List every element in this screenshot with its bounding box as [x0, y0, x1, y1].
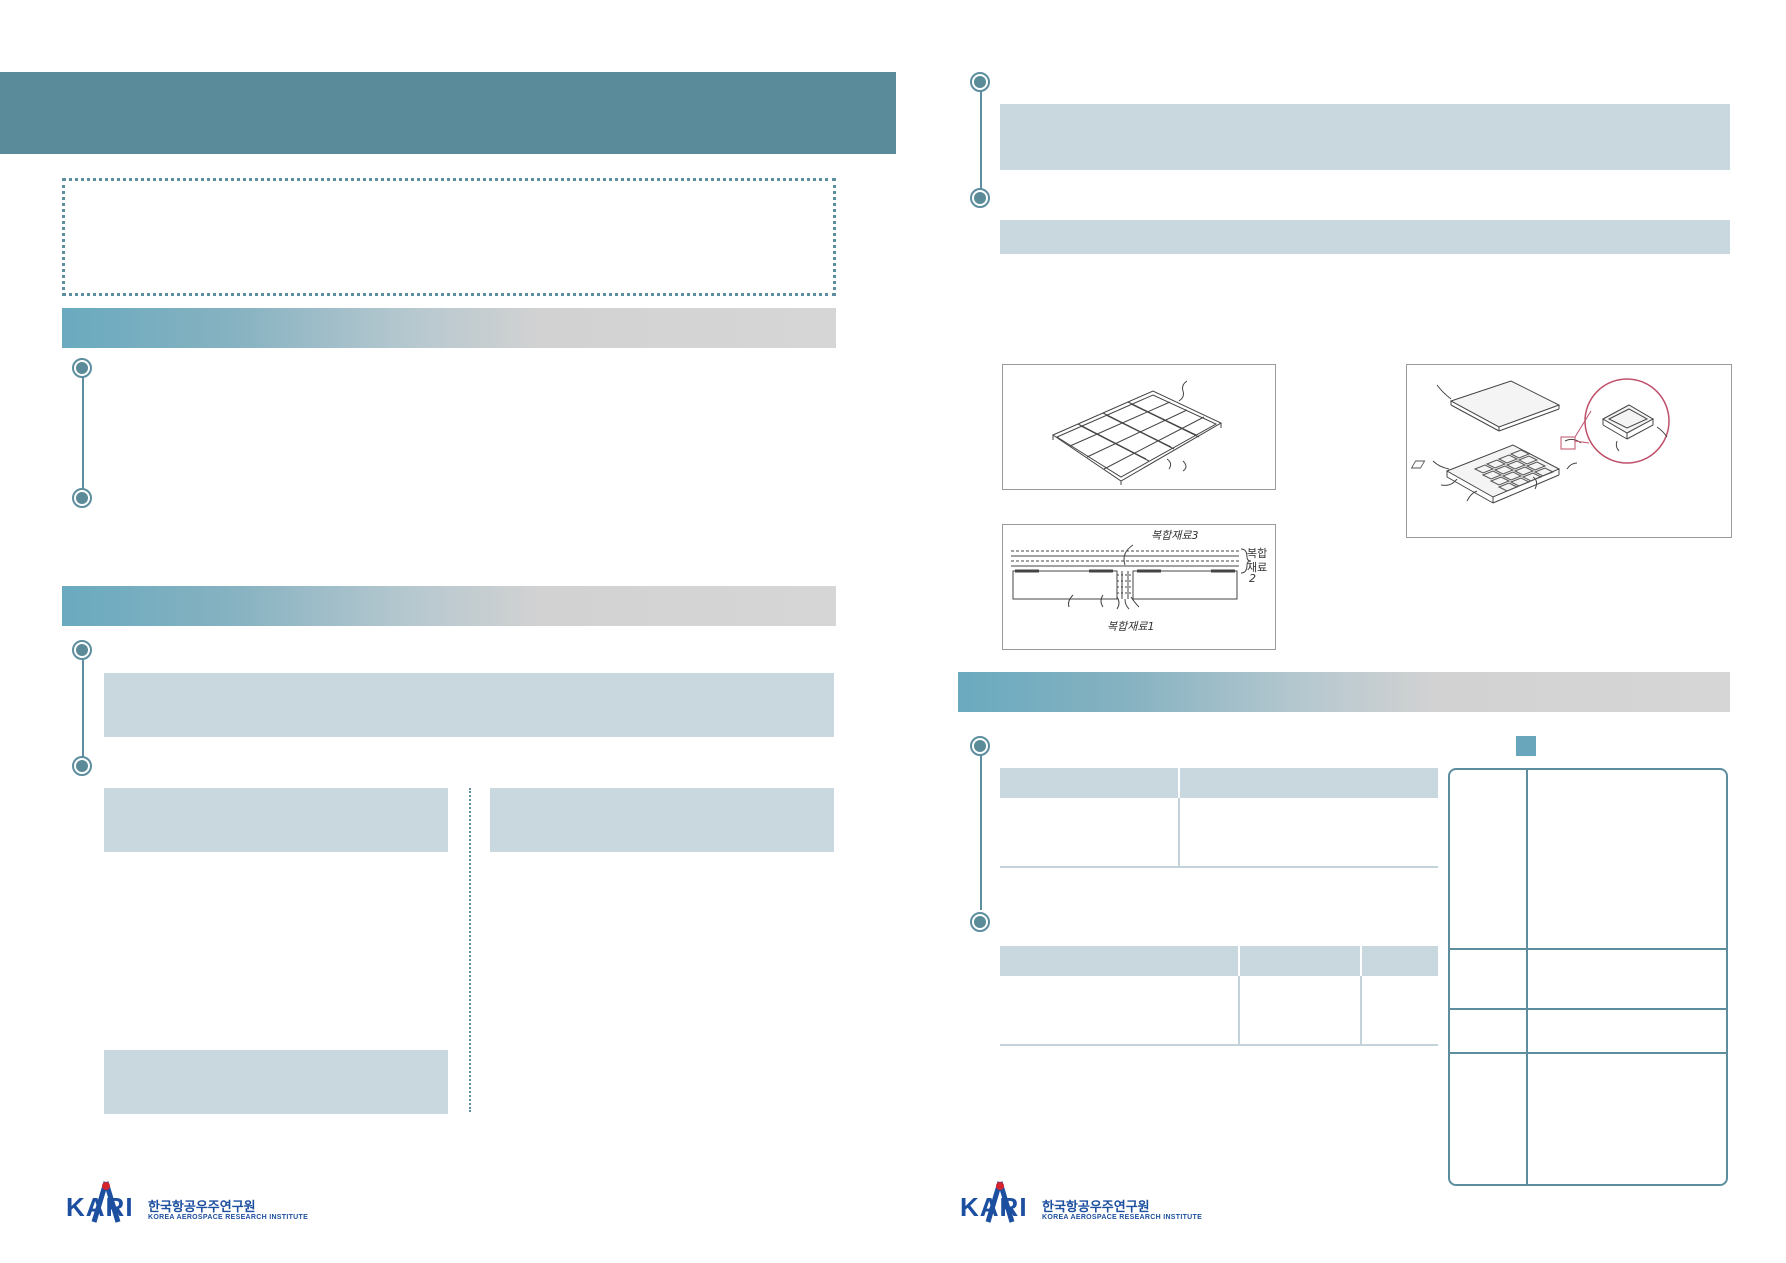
highlight-box	[104, 673, 834, 737]
title-banner	[0, 72, 896, 154]
figure-exploded-assembly	[1406, 364, 1732, 538]
bullet-icon	[970, 912, 990, 932]
section-header-2	[62, 586, 836, 626]
section-header-3	[958, 672, 1730, 712]
figure-cross-section: 복합재료3 복합 재료 2 복합재료1	[1002, 524, 1276, 650]
bullet-icon	[970, 736, 990, 756]
label-composite-2-line3: 2	[1249, 572, 1256, 585]
label-composite-2-line1: 복합	[1247, 547, 1268, 560]
table-2-header-divider-2	[1360, 946, 1362, 976]
subsection-box-right	[490, 788, 834, 852]
table-2-header-divider-1	[1238, 946, 1240, 976]
table-1-bottom-rule	[1000, 866, 1438, 868]
bullet-icon	[72, 756, 92, 776]
kari-logo-left: KARI 한국항공우주연구원 KOREA AEROSPACE RESEARCH …	[66, 1178, 308, 1228]
table-1-header-divider	[1178, 768, 1180, 798]
highlight-box	[1000, 104, 1730, 170]
timeline-line	[82, 368, 84, 498]
bullet-icon	[970, 72, 990, 92]
column-divider	[469, 788, 471, 1112]
side-box-row-divider	[1449, 1052, 1727, 1054]
table-2-bottom-rule	[1000, 1044, 1438, 1046]
subsection-box-left-bottom	[104, 1050, 448, 1114]
table-1-column-divider	[1178, 798, 1180, 866]
side-box-marker	[1516, 736, 1536, 756]
label-composite-3: 복합재료3	[1151, 529, 1199, 542]
bullet-icon	[72, 488, 92, 508]
figure-grid-structure	[1002, 364, 1276, 490]
exploded-assembly-drawing	[1410, 378, 1670, 504]
label-composite-2-line2: 재료	[1247, 561, 1268, 574]
logo-name-en: KOREA AEROSPACE RESEARCH INSTITUTE	[1042, 1214, 1203, 1221]
side-box-row-divider	[1449, 948, 1727, 950]
table-1-header	[1000, 768, 1438, 798]
timeline-line	[980, 746, 982, 910]
kari-logo-right: KARI 한국항공우주연구원 KOREA AEROSPACE RESEARCH …	[960, 1178, 1202, 1228]
side-box-column-divider	[1526, 769, 1528, 1185]
bullet-icon	[72, 640, 92, 660]
kari-logo-icon	[985, 1181, 1015, 1223]
subsection-box-left	[104, 788, 448, 852]
bullet-icon	[970, 188, 990, 208]
highlight-box-thin	[1000, 220, 1730, 254]
table-2-column-divider-1	[1238, 976, 1240, 1044]
logo-name-kr: 한국항공우주연구원	[1042, 1200, 1150, 1215]
grid-structure-drawing	[1051, 380, 1223, 485]
timeline-line	[980, 82, 982, 198]
cross-section-drawing	[1011, 544, 1252, 610]
logo-mark-text: KARI	[960, 1192, 1028, 1222]
timeline-line	[82, 650, 84, 766]
table-2-column-divider-2	[1360, 976, 1362, 1044]
logo-mark-text: KARI	[66, 1192, 134, 1222]
bullet-icon	[72, 358, 92, 378]
label-composite-1: 복합재료1	[1107, 620, 1155, 633]
logo-name-kr: 한국항공우주연구원	[148, 1200, 256, 1215]
side-box-row-divider	[1449, 1008, 1727, 1010]
section-header-1	[62, 308, 836, 348]
side-info-box	[1448, 768, 1728, 1186]
table-2-header	[1000, 946, 1438, 976]
logo-name-en: KOREA AEROSPACE RESEARCH INSTITUTE	[148, 1214, 309, 1221]
kari-logo-icon	[91, 1181, 121, 1223]
summary-box	[62, 178, 836, 296]
